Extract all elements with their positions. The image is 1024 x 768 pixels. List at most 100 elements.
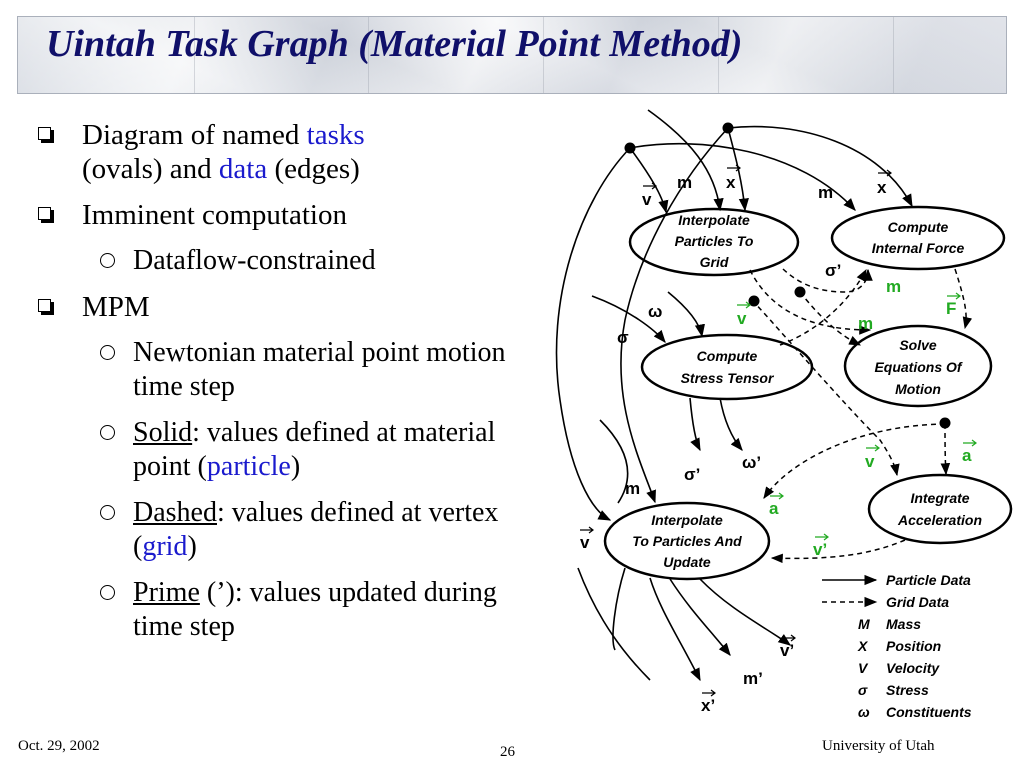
svg-text:m: m xyxy=(625,479,640,498)
circle-bullet-icon xyxy=(100,505,115,520)
prime-term: Prime xyxy=(133,577,200,608)
svg-text:F: F xyxy=(946,299,956,318)
svg-text:x: x xyxy=(726,173,736,192)
node-solve-equations-of-motion: Solve Equations Of Motion xyxy=(843,324,993,408)
svg-text:ω’: ω’ xyxy=(742,453,761,472)
svg-text:Mass: Mass xyxy=(886,616,921,632)
svg-text:Particles To: Particles To xyxy=(675,233,754,249)
solid-term: Solid xyxy=(133,417,193,448)
node-integrate-acceleration: Integrate Acceleration xyxy=(867,473,1013,545)
svg-text:Acceleration: Acceleration xyxy=(897,512,982,528)
svg-text:Stress: Stress xyxy=(886,682,929,698)
footer-organization: University of Utah xyxy=(822,738,935,754)
svg-text:Solve: Solve xyxy=(899,337,937,353)
svg-text:Update: Update xyxy=(663,554,711,570)
square-bullet-icon xyxy=(38,127,54,143)
node-compute-internal-force: Compute Internal Force xyxy=(830,205,1006,271)
particle-term: particle xyxy=(206,451,291,482)
node-interpolate-particles-to-grid: Interpolate Particles To Grid xyxy=(628,207,800,277)
svg-text:Grid Data: Grid Data xyxy=(886,594,949,610)
svg-text:Grid: Grid xyxy=(700,254,729,270)
bullet-text: Imminent computation xyxy=(82,199,347,231)
data-term: data xyxy=(218,153,268,185)
grid-term: grid xyxy=(142,531,188,562)
svg-text:v’: v’ xyxy=(780,641,794,660)
subbullet-newtonian: Newtonian material point motion time ste… xyxy=(38,336,513,404)
bullet-text: : values defined at vertex ( xyxy=(133,497,499,562)
title-banner xyxy=(17,16,1007,94)
bullet-text: Newtonian material point motion time ste… xyxy=(133,337,506,402)
subbullet-dataflow: Dataflow-constrained xyxy=(38,244,538,278)
svg-text:Compute: Compute xyxy=(888,219,949,235)
svg-text:v: v xyxy=(580,533,590,552)
svg-text:Motion: Motion xyxy=(895,381,941,397)
subbullet-dashed: Dashed: values defined at vertex (grid) xyxy=(38,496,523,564)
svg-text:σ: σ xyxy=(858,682,868,698)
circle-bullet-icon xyxy=(100,425,115,440)
svg-text:M: M xyxy=(858,616,870,632)
junction-dots xyxy=(624,122,951,429)
svg-text:Velocity: Velocity xyxy=(886,660,940,676)
svg-text:v: v xyxy=(737,309,747,328)
bullet-text: (edges) xyxy=(267,153,360,185)
svg-text:m’: m’ xyxy=(743,669,763,688)
svg-text:Constituents: Constituents xyxy=(886,704,972,720)
svg-text:v: v xyxy=(642,190,652,209)
svg-text:m: m xyxy=(858,314,873,333)
bullet-text: MPM xyxy=(82,291,150,323)
svg-text:Interpolate: Interpolate xyxy=(678,212,750,228)
bullet-text: ) xyxy=(187,531,197,562)
grid-edge-labels: m v F m v a a v’ xyxy=(737,277,977,559)
square-bullet-icon xyxy=(38,299,54,315)
bullet-text: Dataflow-constrained xyxy=(133,245,376,276)
svg-text:Interpolate: Interpolate xyxy=(651,512,723,528)
svg-text:v’: v’ xyxy=(813,540,827,559)
slide-title: Uintah Task Graph (Material Point Method… xyxy=(46,23,743,65)
bullet-mpm: MPM xyxy=(38,290,538,324)
svg-text:a: a xyxy=(962,446,972,465)
footer-date: Oct. 29, 2002 xyxy=(18,738,100,754)
particle-data-edges xyxy=(555,109,913,682)
bullet-imminent: Imminent computation xyxy=(38,198,538,232)
node-interpolate-to-particles-and-update: Interpolate To Particles And Update xyxy=(603,501,771,581)
svg-text:σ: σ xyxy=(617,328,629,347)
grid-data-edges xyxy=(749,268,973,564)
subbullet-solid: Solid: values defined at material point … xyxy=(38,416,523,484)
bullet-text: (’): values updated during time step xyxy=(133,577,497,642)
subbullet-prime: Prime (’): values updated during time st… xyxy=(38,576,523,644)
svg-text:ω: ω xyxy=(648,302,662,321)
bullet-text: (ovals) and xyxy=(82,153,219,185)
circle-bullet-icon xyxy=(100,345,115,360)
svg-text:σ’: σ’ xyxy=(825,261,841,280)
bullet-diagram: Diagram of named tasks (ovals) and data … xyxy=(38,118,538,186)
svg-text:x: x xyxy=(877,178,887,197)
svg-text:a: a xyxy=(769,499,779,518)
svg-text:σ’: σ’ xyxy=(684,465,700,484)
svg-text:Equations Of: Equations Of xyxy=(874,359,962,375)
svg-text:Integrate: Integrate xyxy=(910,490,969,506)
svg-text:Compute: Compute xyxy=(697,348,758,364)
svg-text:x’: x’ xyxy=(701,696,715,715)
tasks-term: tasks xyxy=(306,119,365,151)
svg-text:m: m xyxy=(818,183,833,202)
svg-text:Internal Force: Internal Force xyxy=(872,240,965,256)
svg-text:m: m xyxy=(886,277,901,296)
svg-text:m: m xyxy=(677,173,692,192)
svg-text:Stress Tensor: Stress Tensor xyxy=(681,370,775,386)
circle-bullet-icon xyxy=(100,585,115,600)
svg-text:v: v xyxy=(865,452,875,471)
dashed-term: Dashed xyxy=(133,497,217,528)
bullet-text: ) xyxy=(290,451,301,482)
svg-text:V: V xyxy=(858,660,869,676)
svg-text:ω: ω xyxy=(858,704,870,720)
bullet-text: : values defined at material point ( xyxy=(133,417,496,482)
bullet-text: Diagram of named xyxy=(82,119,307,151)
circle-bullet-icon xyxy=(100,253,115,268)
edge-labels: v m x m x σ’ ω σ σ’ ω’ m v v’ m’ x’ xyxy=(580,164,892,715)
bullet-list: Diagram of named tasks (ovals) and data … xyxy=(38,118,538,656)
diagram-legend: Particle Data Grid Data M Mass X Positio… xyxy=(822,572,972,720)
page-number: 26 xyxy=(500,744,515,760)
node-compute-stress-tensor: Compute Stress Tensor xyxy=(640,333,814,401)
svg-text:To Particles And: To Particles And xyxy=(632,533,742,549)
svg-text:Particle Data: Particle Data xyxy=(886,572,971,588)
